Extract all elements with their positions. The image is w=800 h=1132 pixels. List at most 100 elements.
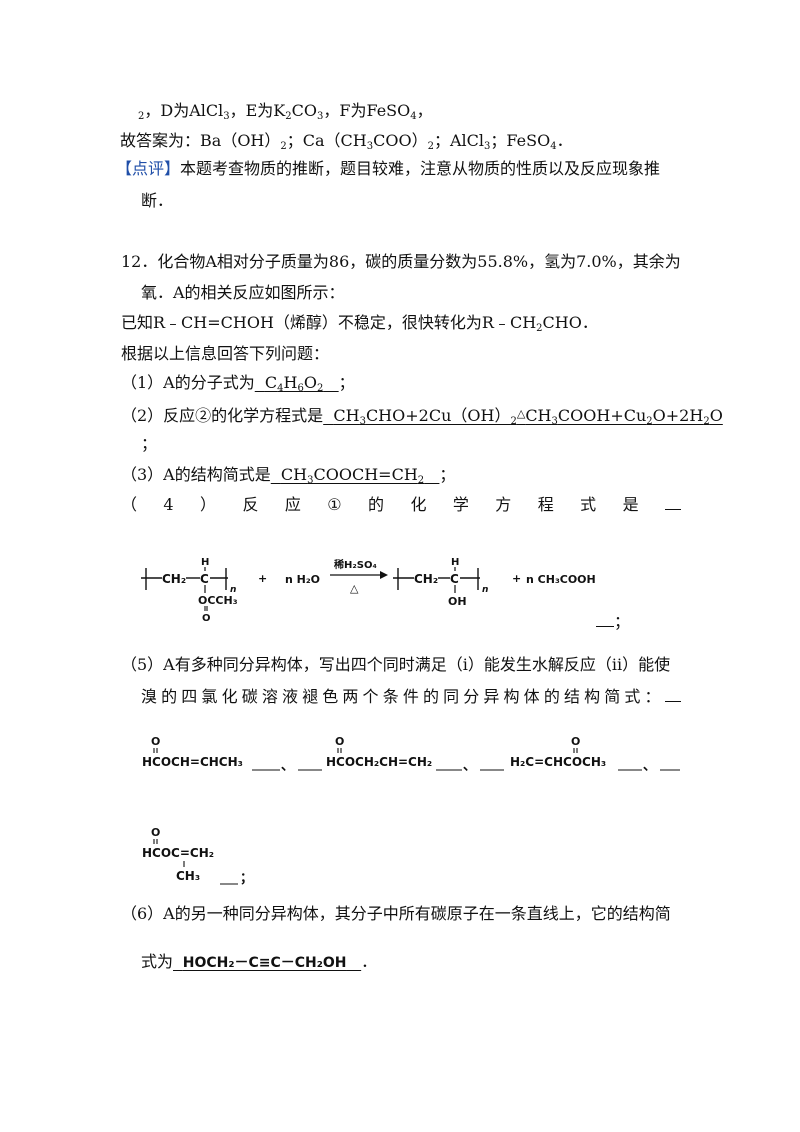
answer-1: C4H6O2 [255,373,339,394]
text: ； [614,612,631,631]
text: ； [141,434,158,453]
question-text: （3）A的结构简式是 [121,465,271,484]
char: 应 [284,495,301,514]
subscript: 2 [138,111,145,122]
char: 式 [580,495,597,514]
isomer-3: H₂C=CHCOCH₃ [510,755,606,769]
question-text: 12．化合物A相对分子质量为86，碳的质量分数为55.8%，氢为7.0%，其余为 [121,252,681,271]
subscript: 4 [277,383,284,394]
left-n: n [230,585,236,595]
char: 反 [242,495,259,514]
text: ；FeSO [490,131,551,150]
separator: 、 [643,759,656,774]
acetic-acid: n CH₃COOH [526,573,596,586]
sub-question-4-end: ； [596,612,630,632]
char: 两 [342,687,359,706]
subscript: 4 [550,141,557,152]
isomer-4-ch3: CH₃ [176,869,200,883]
char: 式 [624,687,641,706]
subscript: 2 [317,383,324,394]
separator: 、 [463,759,476,774]
text: ； [338,373,355,392]
subscript: 3 [223,111,230,122]
text: ；AlCl [433,131,485,150]
char: 构 [584,687,601,706]
subscript: 2 [703,416,710,427]
text: ． [556,131,573,150]
comment-text: 本题考查物质的推断，题目较难，注意从物质的性质以及反应现象推 [180,159,661,178]
right-c: C [450,572,459,586]
char: 化 [221,687,238,706]
text: ． [361,952,378,971]
char: 方 [495,495,512,514]
sub-question-6-line-2: 式为 HOCH₂－C≡C－CH₂OH ． [141,952,377,973]
answer-label: 故答案为： [120,131,201,150]
plus-sign: + [512,572,521,585]
subscript: 3 [366,141,374,152]
text: ， [416,101,433,120]
text: ，D为AlCl [144,101,224,120]
text: ，E为K [229,101,286,120]
char: 学 [452,495,469,514]
char: ） [200,495,217,514]
left-c: C [200,572,209,586]
isomer-4-o: O [151,826,160,839]
char: 褪 [302,687,319,706]
isomer-2: HCOCH₂CH=CH₂ [326,755,432,769]
question-text: CHO． [542,313,598,332]
answer-line-1: 2，D为AlCl3，E为K2CO3，F为FeSO4， [138,101,433,122]
comment-text: 断． [141,191,174,210]
char: 体 [523,687,540,706]
text: CHO+2Cu（OH） [365,406,511,425]
sub-question-6-line-1: （6）A的另一种同分异构体，其分子中所有碳原子在一条直线上，它的结构简 [121,904,671,924]
text: O+2H [652,406,704,425]
text: CO [291,101,317,120]
char: 的 [543,687,560,706]
char: 构 [503,687,520,706]
sub-question-2-end: ； [141,434,157,454]
char: 件 [402,687,419,706]
char: 分 [463,687,480,706]
q12-line-4: 根据以上信息回答下列问题： [121,344,329,364]
isomer-2-o: O [335,735,344,748]
right-n: n [482,585,488,595]
subscript: 2 [510,416,517,427]
right-oh: OH [448,595,467,608]
char: 的 [161,687,178,706]
answer-summary: 故答案为：Ba（OH）2；Ca（CH3COO）2；AlCl3；FeSO4． [120,131,573,152]
char: 的 [422,687,439,706]
text: HOCH₂－C≡C－CH₂OH [182,955,347,971]
sub-question-3: （3）A的结构简式是 CH3COOCH=CH2 ； [121,465,455,486]
q12-line-2: 氧．A的相关反应如图所示： [141,283,345,303]
char: ① [327,495,342,514]
sub-question-5-line-2: 溴的四氯化碳溶液褪色两个条件的同分异构体的结构简式： [141,687,681,707]
char: 溶 [261,687,278,706]
char: 色 [322,687,339,706]
char: 4 [163,495,174,514]
question-text: 式为 [141,952,174,971]
comment-line-1: 【点评】本题考查物质的推断，题目较难，注意从物质的性质以及反应现象推 [116,159,660,179]
condition-heat: △ [350,582,359,595]
text: H [283,373,298,392]
right-h: H [451,557,459,568]
reaction-4-equation: CH₂ C H n OCCH₃ O + n H₂O 稀H₂SO₄ △ CH₂ C… [141,557,596,624]
answer-3: CH3COOCH=CH2 [271,465,440,486]
question-text: （1）A的分子式为 [121,373,255,392]
subscript: 3 [317,111,324,122]
subscript: 2 [280,141,287,152]
subscript: 2 [417,475,425,486]
text: C [264,373,278,392]
char: 异 [483,687,500,706]
sub-question-1: （1）A的分子式为 C4H6O2 ； [121,373,355,394]
char: 结 [563,687,580,706]
char: 四 [181,687,198,706]
text: ，F为FeSO [323,101,411,120]
left-ch2: CH₂ [162,572,186,586]
char: 液 [281,687,298,706]
subscript: 3 [484,141,491,152]
subscript: 2 [427,141,434,152]
left-o: O [202,613,211,624]
char: 碳 [241,687,258,706]
char: 溴 [141,687,158,706]
subscript: 2 [285,111,292,122]
